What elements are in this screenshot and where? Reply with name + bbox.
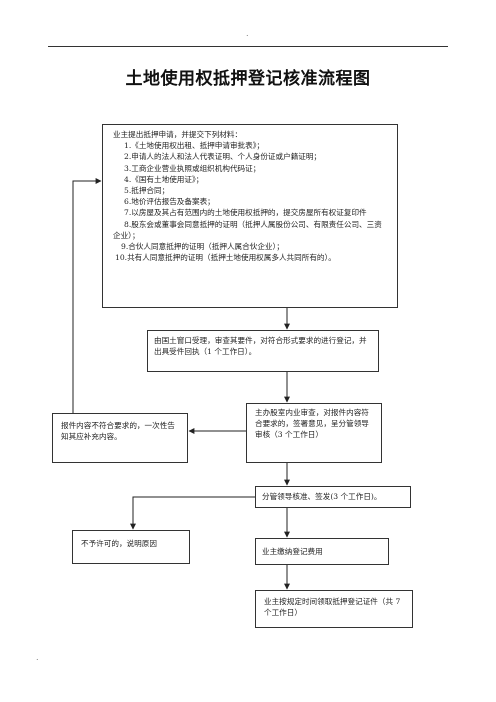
pay-fee-text: 业主缴纳登记费用 bbox=[262, 547, 323, 556]
deny-box: 不予许可的，说明原因 bbox=[72, 530, 190, 564]
material-item-1: 1.《土地使用权出租、抵押申请审批表》； bbox=[124, 141, 265, 151]
page-title: 土地使用权抵押登记核准流程图 bbox=[125, 69, 371, 89]
material-item-3: 3.工商企业营业执照或组织机构代码证； bbox=[124, 163, 261, 173]
review-step-box: 主办股室内业审查，对报件内容符合要求的，签署意见，呈分管领导审核（3 个工作日） bbox=[246, 403, 382, 463]
material-item-9: 9.合伙人同意抵押的证明（抵押人属合伙企业）； bbox=[121, 242, 284, 252]
approve-step-box: 分管领导核准、签发(3 个工作日)。 bbox=[255, 486, 411, 508]
collect-box: 业主按规定时间领取抵押登记证件（共 7 个工作日） bbox=[255, 590, 413, 628]
header-rule bbox=[48, 46, 448, 47]
accept-step-box: 由国土窗口受理，审查其要件，对符合形式要求的进行登记，并出具受件回执（1 个工作… bbox=[147, 330, 379, 372]
deny-text: 不予许可的，说明原因 bbox=[81, 539, 157, 548]
material-item-4: 4.《国有土地使用证》； bbox=[124, 174, 204, 184]
material-item-7: 7.以房屋及其占有范围内的土地使用权抵押的，提交房屋所有权证复印件 bbox=[124, 208, 367, 218]
supplement-notice-box: 报件内容不符合要求的，一次性告知其应补充内容。 bbox=[52, 413, 188, 463]
materials-intro: 业主提出抵押申请，并提交下列材料： bbox=[113, 130, 243, 139]
arrow-approve-to-deny bbox=[130, 496, 255, 530]
material-item-6: 6.地价评估报告及备案表； bbox=[124, 197, 215, 207]
materials-box: 业主提出抵押申请，并提交下列材料： 1.《土地使用权出租、抵押申请审批表》； 2… bbox=[102, 124, 398, 308]
footer-mark: . bbox=[36, 653, 39, 662]
review-step-text: 主办股室内业审查，对报件内容符合要求的，签署意见，呈分管领导审核（3 个工作日） bbox=[255, 408, 369, 440]
material-item-10: 10.共有人同意抵押的证明（抵押土地使用权属多人共同所有的）。 bbox=[115, 253, 336, 263]
collect-text: 业主按规定时间领取抵押登记证件（共 7 个工作日） bbox=[264, 597, 401, 618]
material-item-8: 8.股东会或董事会同意抵押的证明（抵押人属股份公司、有限责任公司、三资企业）； bbox=[113, 219, 382, 240]
header-mark: . bbox=[246, 29, 249, 38]
arrow-supplement-to-materials bbox=[72, 178, 102, 413]
supplement-notice-text: 报件内容不符合要求的，一次性告知其应补充内容。 bbox=[61, 421, 175, 442]
material-item-2: 2.申请人的法人和法人代表证明、个人身份证或户籍证明； bbox=[124, 152, 322, 162]
accept-step-text: 由国土窗口受理，审查其要件，对符合形式要求的进行登记，并出具受件回执（1 个工作… bbox=[154, 336, 367, 357]
pay-fee-box: 业主缴纳登记费用 bbox=[255, 538, 389, 565]
approve-step-text: 分管领导核准、签发(3 个工作日)。 bbox=[262, 492, 382, 501]
material-item-5: 5.抵押合同； bbox=[124, 186, 170, 196]
